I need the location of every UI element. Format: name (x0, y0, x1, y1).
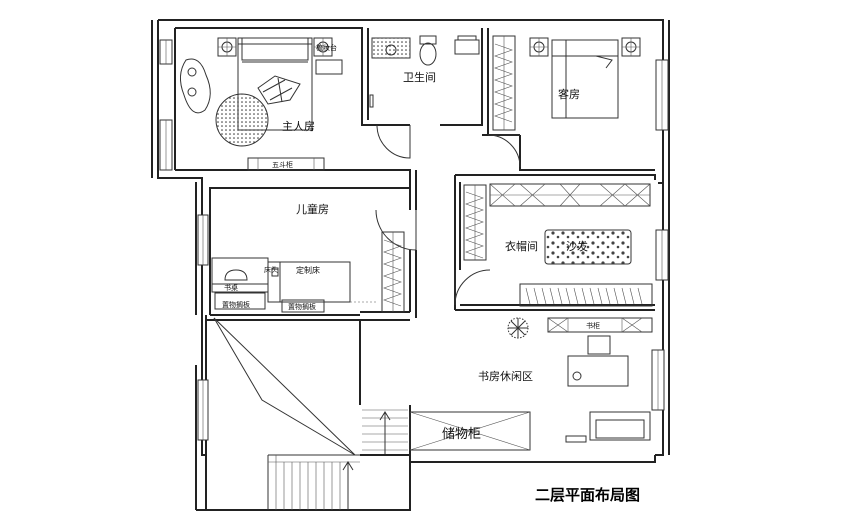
label-kids-room: 儿童房 (296, 202, 329, 216)
label-storage-cabinet: 储物柜 (442, 427, 481, 442)
guest-room (492, 35, 641, 131)
stair-treads-lower (267, 454, 360, 510)
stair-treads-upper (362, 409, 408, 454)
bathroom (371, 35, 480, 66)
label-shelf-left: 置物搁板 (222, 300, 250, 309)
potted-plant (507, 317, 529, 339)
label-dressing-table: 梳妆台 (316, 43, 337, 52)
study-lounge (409, 317, 653, 451)
plan-caption: 二层平面布局图 (535, 486, 640, 504)
label-study-lounge: 书房休闲区 (478, 369, 533, 383)
doors (369, 94, 521, 306)
label-custom-bed: 定制床 (296, 265, 320, 275)
label-bathroom: 卫生间 (403, 70, 436, 84)
label-desk: 书桌 (224, 283, 238, 292)
label-shelf-right: 置物搁板 (288, 302, 316, 311)
cloakroom (463, 183, 653, 307)
label-bookshelf: 书柜 (586, 321, 600, 330)
master-bedroom (180, 37, 343, 171)
windows (159, 39, 669, 441)
label-cloakroom: 衣帽间 (505, 239, 538, 253)
stairs (213, 317, 408, 510)
label-chest-of-drawers: 五斗柜 (272, 160, 293, 169)
label-sofa: 沙发 (566, 239, 588, 253)
label-master-bedroom: 主人房 (282, 120, 315, 133)
label-bedside: 床头 (264, 265, 278, 274)
kids-room (211, 231, 405, 313)
label-guest-room: 客房 (558, 87, 580, 101)
